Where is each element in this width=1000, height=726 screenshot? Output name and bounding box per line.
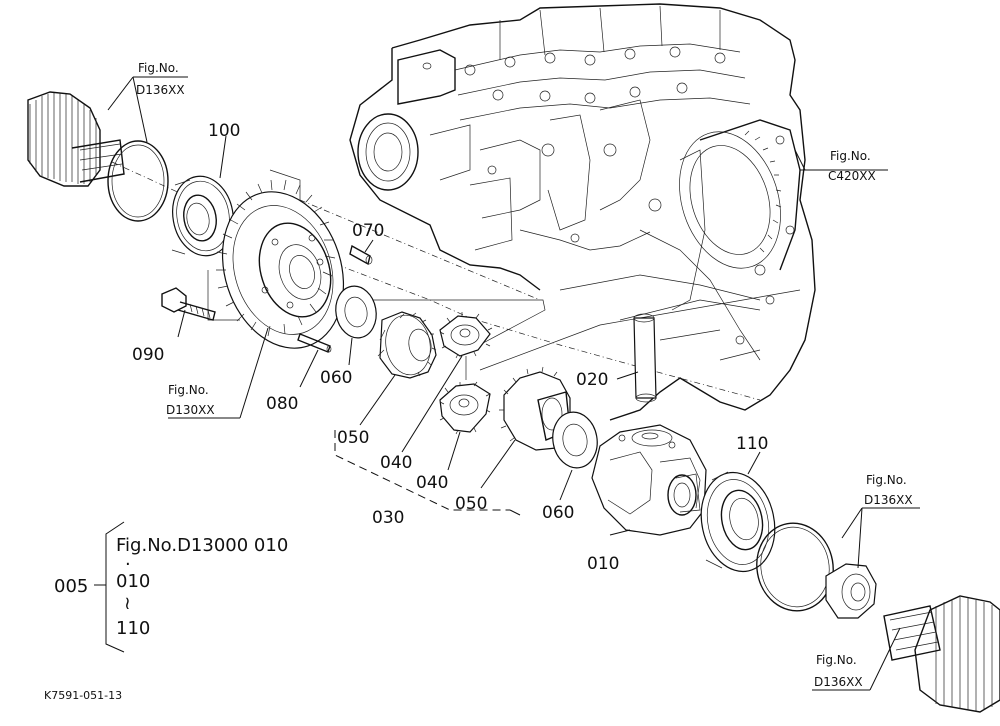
pinion-gear-040-upper: [439, 312, 493, 359]
leader-lines: [107, 76, 920, 691]
fig-ref-d130-line2: D130XX: [166, 403, 215, 417]
label-part-020: 020: [576, 370, 608, 390]
right-output-shaft-gear: [883, 595, 1000, 713]
fig-ref-d136-right-line2: D136XX: [864, 493, 913, 507]
label-part-080: 080: [266, 394, 298, 414]
label-part-050-left: 050: [337, 428, 369, 448]
fig-ref-d136-right-line1: Fig.No.: [866, 473, 907, 487]
label-part-100: 100: [208, 121, 240, 141]
assembly-code: 005: [54, 576, 88, 597]
label-part-040-upper: 040: [380, 453, 412, 473]
thrust-washer-060-right: [552, 411, 598, 469]
right-collar: [825, 563, 877, 619]
ring-gear-bevel: [216, 179, 345, 349]
differential-case-010: [591, 424, 707, 536]
label-part-050-right: 050: [455, 494, 487, 514]
pinion-gear-040-lower: [439, 381, 491, 435]
bearing-100: [171, 175, 234, 257]
fig-ref-c420-line1: Fig.No.: [830, 149, 871, 163]
fig-ref-d130-line1: Fig.No.: [168, 383, 209, 397]
drawing-id: K7591-051-13: [44, 689, 122, 702]
left-output-shaft-gear: [27, 91, 125, 187]
left-snap-ring: [107, 140, 169, 222]
pin-080: [297, 333, 332, 353]
bolt-090: [161, 287, 216, 321]
right-snap-ring: [756, 522, 834, 612]
fig-ref-c420-line2: C420XX: [828, 169, 876, 183]
bearing-110: [700, 471, 776, 573]
part-labels: 100 070 090 080 060 050 040 040 050 060 …: [132, 121, 768, 574]
assembly-note: 005 Fig.No.D13000 010 · 010 ≀ 110: [54, 521, 288, 653]
label-part-090: 090: [132, 345, 164, 365]
thrust-washer-060-left: [335, 285, 377, 339]
side-gear-050-left: [377, 311, 437, 379]
label-part-110: 110: [736, 434, 768, 454]
fig-ref-d136-top-line1: Fig.No.: [138, 61, 179, 75]
assembly-range-tilde: ≀: [124, 593, 131, 614]
assembly-range-start: 010: [116, 571, 150, 592]
label-part-060-left: 060: [320, 368, 352, 388]
label-part-010: 010: [587, 554, 619, 574]
figure-references: Fig.No. D136XX Fig.No. C420XX Fig.No. D1…: [136, 61, 913, 689]
fig-ref-d136-bottom-line1: Fig.No.: [816, 653, 857, 667]
pinion-shaft-020: [633, 313, 657, 403]
label-part-030: 030: [372, 508, 404, 528]
pin-070: [349, 244, 373, 266]
assembly-dot: ·: [125, 554, 131, 575]
assembly-range-end: 110: [116, 618, 150, 639]
fig-ref-d136-top-line2: D136XX: [136, 83, 185, 97]
label-part-070: 070: [352, 221, 384, 241]
transmission-case: [349, 3, 816, 421]
assembly-reference: Fig.No.D13000 010: [116, 535, 288, 556]
label-part-040-lower: 040: [416, 473, 448, 493]
fig-ref-d136-bottom-line2: D136XX: [814, 675, 863, 689]
label-part-060-right: 060: [542, 503, 574, 523]
